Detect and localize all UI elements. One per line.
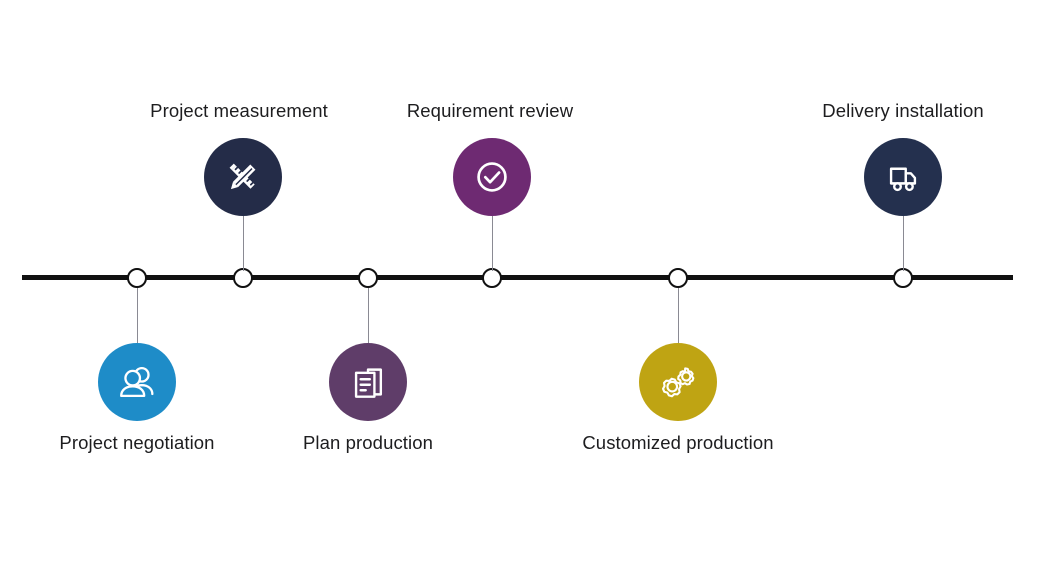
- people-group-icon: [114, 359, 160, 405]
- documents-icon: [346, 360, 390, 404]
- timeline-node-plan-production[interactable]: [358, 268, 378, 288]
- icon-bubble-delivery-installation[interactable]: [864, 138, 942, 216]
- timeline-node-requirement-review[interactable]: [482, 268, 502, 288]
- step-label-project-negotiation: Project negotiation: [59, 432, 215, 453]
- icon-bubble-customized-production[interactable]: [639, 343, 717, 421]
- check-circle-icon: [469, 154, 515, 200]
- connector-project-negotiation: [137, 288, 138, 343]
- connector-customized-production: [678, 288, 679, 343]
- icon-bubble-project-measurement[interactable]: [204, 138, 282, 216]
- pencil-ruler-icon: [220, 154, 266, 200]
- icon-bubble-plan-production[interactable]: [329, 343, 407, 421]
- step-label-delivery-installation: Delivery installation: [822, 100, 984, 121]
- timeline-node-project-negotiation[interactable]: [127, 268, 147, 288]
- timeline-node-customized-production[interactable]: [668, 268, 688, 288]
- icon-bubble-project-negotiation[interactable]: [98, 343, 176, 421]
- connector-plan-production: [368, 288, 369, 343]
- step-label-customized-production: Customized production: [582, 432, 774, 453]
- timeline-node-project-measurement[interactable]: [233, 268, 253, 288]
- timeline-axis: [22, 275, 1013, 280]
- delivery-truck-icon: [881, 155, 925, 199]
- step-label-requirement-review: Requirement review: [406, 100, 574, 121]
- step-label-plan-production: Plan production: [302, 432, 434, 453]
- timeline-node-delivery-installation[interactable]: [893, 268, 913, 288]
- gears-icon: [655, 359, 701, 405]
- step-label-project-measurement: Project measurement: [150, 100, 328, 121]
- connector-requirement-review: [492, 216, 493, 271]
- connector-delivery-installation: [903, 216, 904, 271]
- icon-bubble-requirement-review[interactable]: [453, 138, 531, 216]
- connector-project-measurement: [243, 216, 244, 271]
